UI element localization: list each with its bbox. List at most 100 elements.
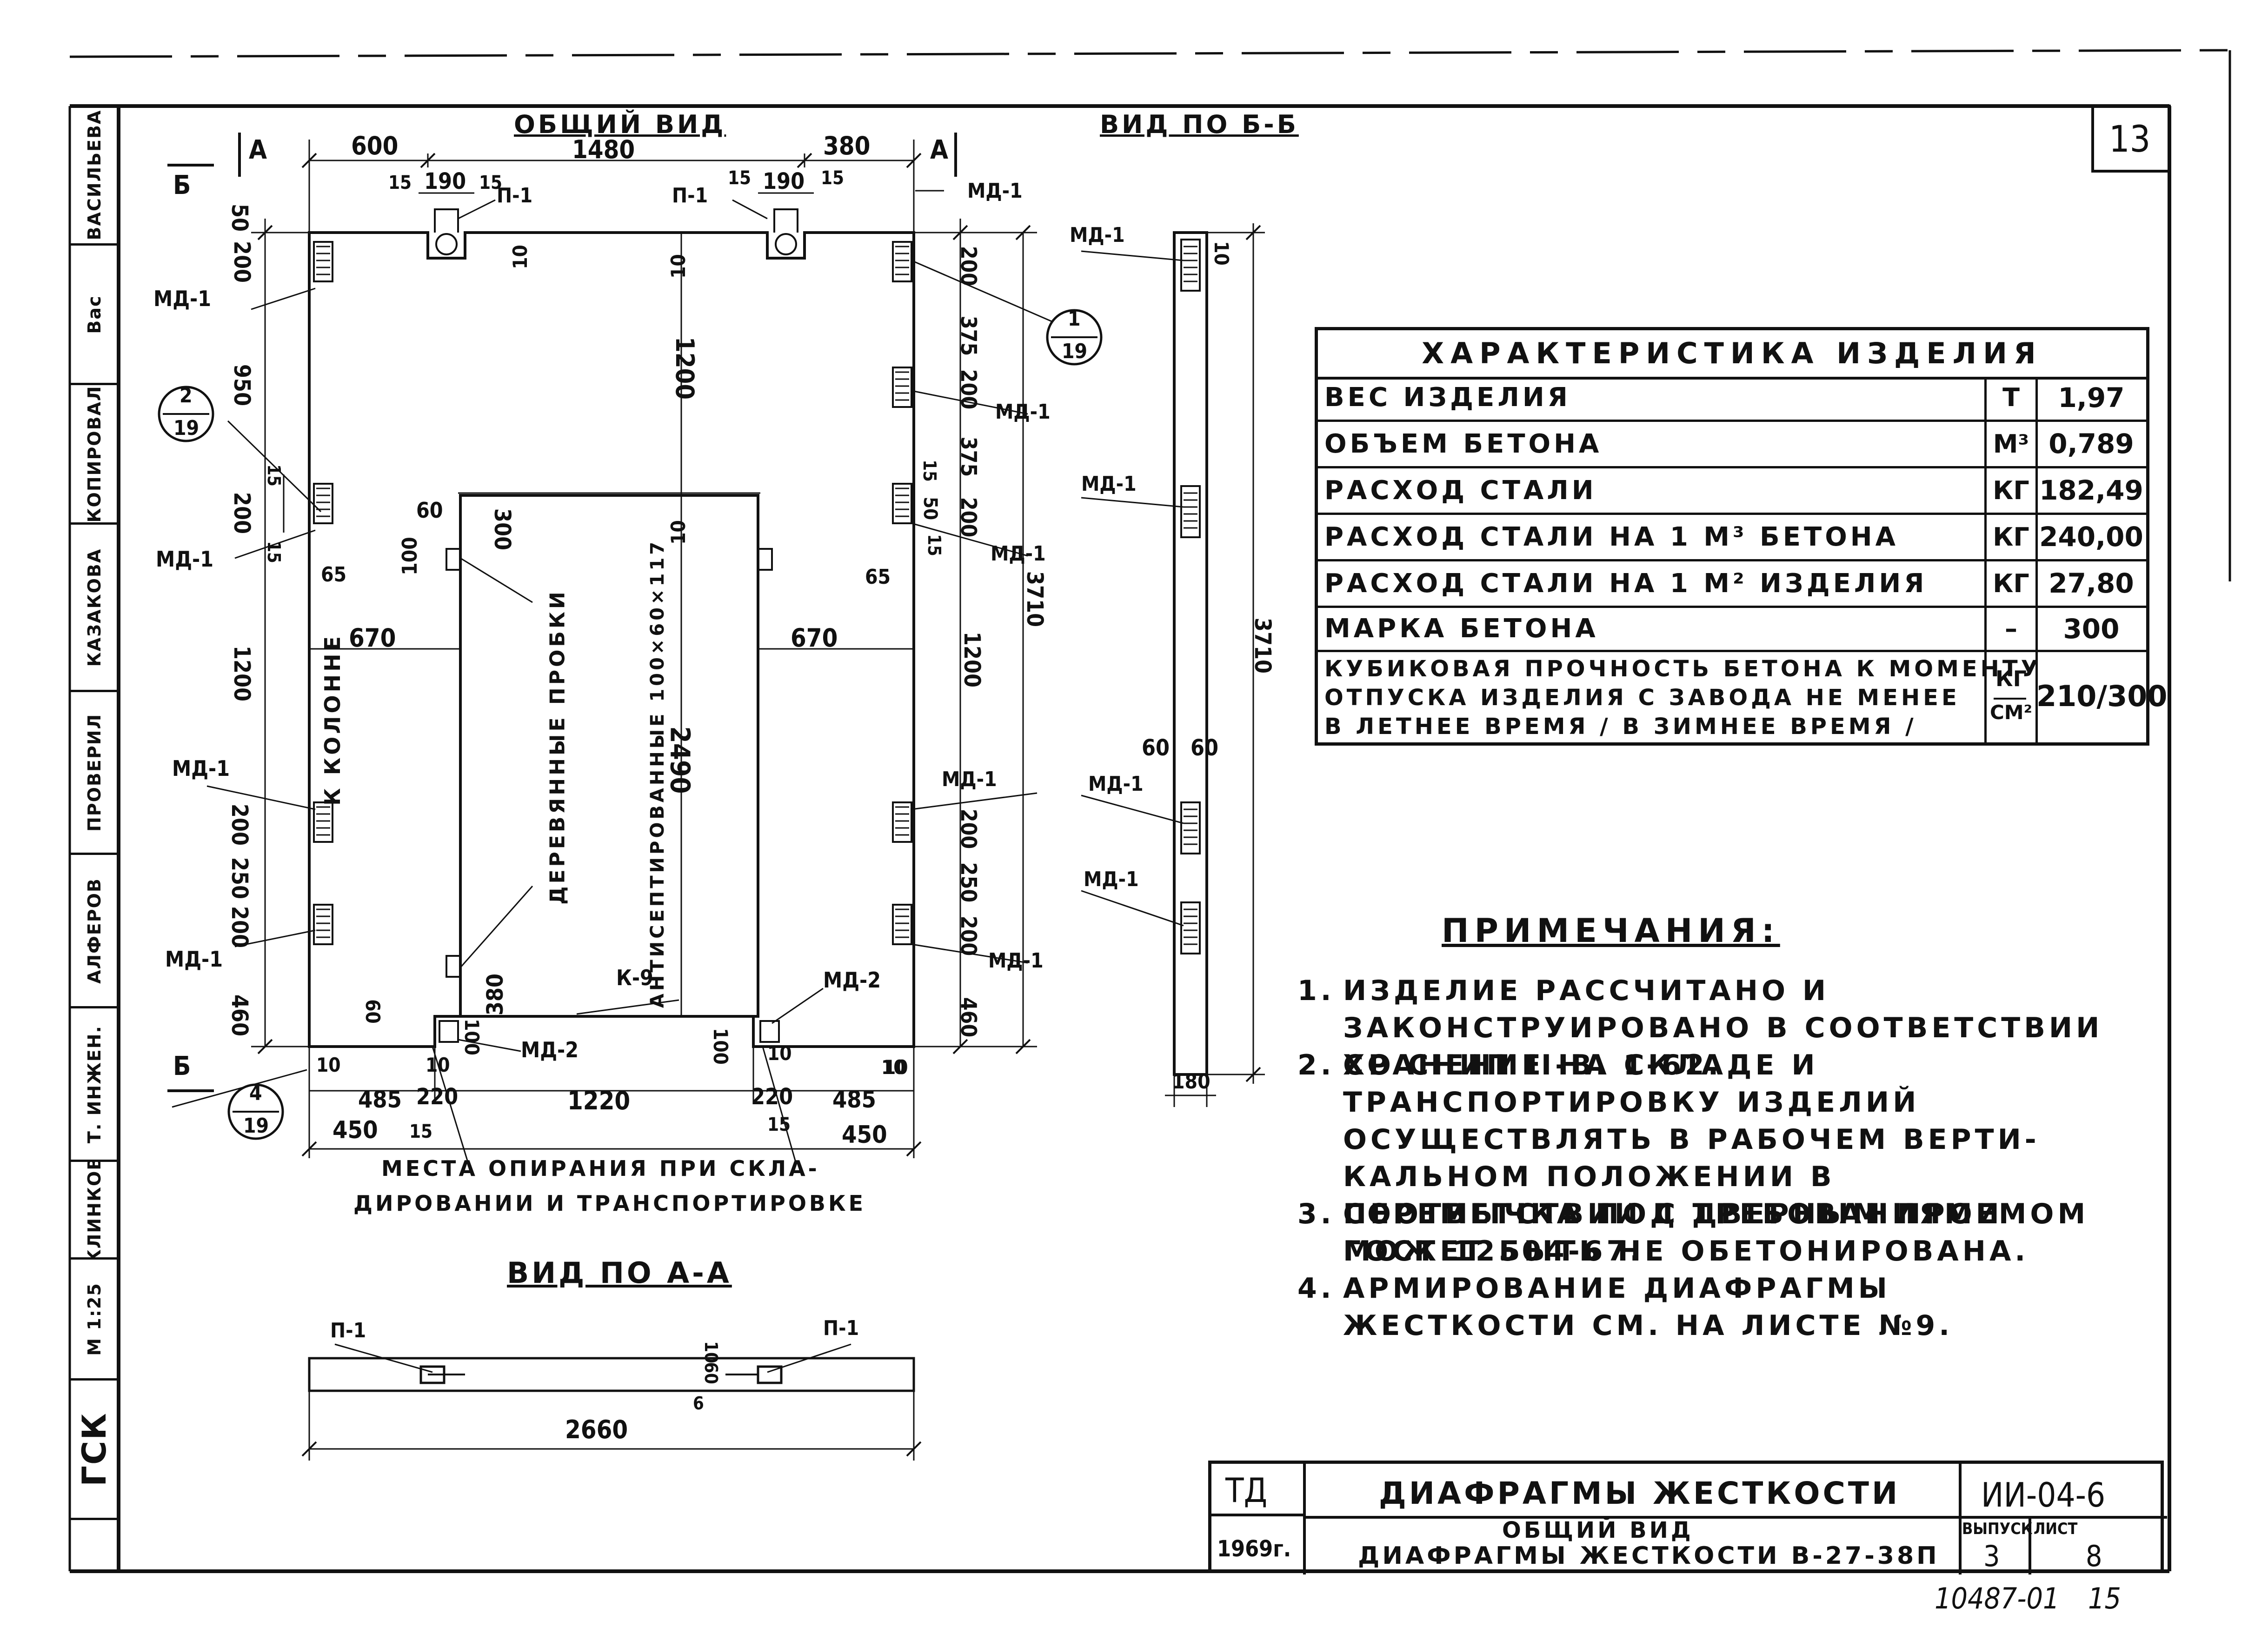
row-name-line: ОТПУСКА ИЗДЕЛИЯ С ЗАВОДА НЕ МЕНЕЕ — [1324, 685, 1960, 711]
dim-right-375a: 375 — [956, 315, 982, 356]
dim-top-15a: 15 — [388, 172, 412, 193]
view-aa-dim-2660: 2660 — [565, 1415, 628, 1444]
sheet-number: 13 — [2109, 119, 2151, 160]
dim-left-50: 50 — [226, 203, 253, 232]
sidebar-cell: АЛФЕРОВ — [70, 855, 119, 1008]
label-md2: МД-2 — [521, 1037, 579, 1062]
dim-left-15a: 15 — [263, 464, 284, 487]
dim-bottom-100b: 100 — [709, 1028, 732, 1065]
dim-bottom-15b: 15 — [767, 1114, 791, 1135]
row-unit: КГ — [1984, 561, 2038, 606]
sidebar-cell: КОПИРОВАЛ — [70, 385, 119, 525]
section-mark-a-left: А — [249, 135, 267, 165]
view-aa-dim-6: 6 — [693, 1393, 704, 1414]
section-mark-a-right: А — [930, 135, 948, 165]
label-md1: МД-1 — [988, 949, 1044, 973]
note-number: 3. — [1297, 1198, 1335, 1230]
row-value: 182,49 — [2039, 474, 2143, 506]
view-bb-md1: МД-1 — [1070, 223, 1125, 247]
dim-right-3710: 3710 — [1022, 571, 1048, 627]
table-row: РАСХОД СТАЛИ КГ 182,49 — [1318, 468, 2146, 515]
unit-bottom: СМ² — [1989, 701, 2032, 724]
label-p1-right: П-1 — [672, 184, 708, 207]
dim-top-right: 380 — [823, 131, 871, 160]
row-unit: КГ СМ² — [1984, 652, 2038, 746]
table-row: РАСХОД СТАЛИ НА 1 М³ БЕТОНА КГ 240,00 — [1318, 515, 2146, 561]
dim-left-200c: 200 — [226, 803, 253, 846]
view-bb-dim-10: 10 — [1210, 241, 1233, 266]
label-support-line2: ДИРОВАНИИ И ТРАНСПОРТИРОВКЕ — [353, 1191, 866, 1216]
dim-right-250: 250 — [956, 862, 982, 903]
dim-bottom-10b: 10 — [884, 1056, 908, 1079]
row-value: 240,00 — [2039, 521, 2143, 553]
dim-inner-300: 300 — [489, 508, 516, 551]
dim-left-200a: 200 — [229, 240, 255, 283]
note-number: 1. — [1297, 974, 1335, 1007]
note-text: АРМИРОВАНИЕ ДИАФРАГМЫ ЖЕСТКОСТИ СМ. НА Л… — [1343, 1272, 1954, 1342]
sidebar-cell: КАЗАКОВА — [70, 525, 119, 692]
label-md1: МД-1 — [995, 400, 1051, 424]
view-aa-title: ВИД ПО А-А — [507, 1256, 732, 1290]
view-aa-drawing — [301, 1343, 922, 1461]
dim-bottom-10a: 10 — [316, 1054, 341, 1076]
dim-left-1200: 1200 — [229, 645, 255, 702]
table-row: ОБЪЕМ БЕТОНА М³ 0,789 — [1318, 422, 2146, 468]
dim-top-10: 10 — [508, 245, 532, 269]
label-md2: МД-2 — [823, 967, 881, 993]
sidebar-label: М 1:25 — [84, 1282, 105, 1356]
tb-sheet: 8 — [2086, 1539, 2102, 1573]
section-mark-b: Б — [173, 170, 191, 200]
table-row: РАСХОД СТАЛИ НА 1 М² ИЗДЕЛИЯ КГ 27,80 — [1318, 561, 2146, 608]
note-text: ПЕРЕМЫЧКА ПОД ДВЕРНЫМ ПРОЕМОМ МОЖЕТ БЫТЬ… — [1343, 1198, 2089, 1268]
row-name: ОБЪЕМ БЕТОНА — [1324, 429, 1603, 459]
row-name: РАСХОД СТАЛИ — [1324, 475, 1597, 506]
dim-bottom-485a: 485 — [358, 1086, 402, 1113]
callout-bottom: 19 — [173, 416, 200, 440]
dim-top-15d: 15 — [821, 167, 845, 189]
dim-bottom-485b: 485 — [832, 1086, 876, 1113]
tb-issue-label: ВЫПУСК — [1962, 1520, 2033, 1538]
sidebar-cell: КЛИНКОВ — [70, 1162, 119, 1260]
row-unit: – — [1984, 608, 2038, 650]
view-aa-dim-60: 60 — [700, 1362, 721, 1384]
dim-top-left: 600 — [351, 131, 399, 160]
tb-year: 1969г. — [1217, 1536, 1291, 1562]
row-unit: КГ — [1984, 468, 2038, 513]
dim-right-200d: 200 — [956, 808, 982, 849]
row-value: 210/300 — [2036, 679, 2168, 713]
view-bb-md1: МД-1 — [1081, 472, 1137, 496]
dim-left-460: 460 — [226, 994, 253, 1037]
dim-left-65: 65 — [321, 563, 347, 587]
tb-issue: 3 — [1983, 1539, 2000, 1573]
view-aa-p1-right: П-1 — [823, 1316, 859, 1340]
dim-right-15b: 15 — [924, 534, 944, 556]
dim-left-15b: 15 — [263, 541, 284, 563]
left-signature-strip: ВАСИЛЬЕВА Вас КОПИРОВАЛ КАЗАКОВА ПРОВЕРИ… — [70, 106, 119, 1571]
dim-right-15a: 15 — [919, 460, 940, 482]
label-plugs-line1: ДЕРЕВЯННЫЕ ПРОБКИ — [545, 589, 570, 905]
sidebar-cell: Т. ИНЖЕН. — [70, 1008, 119, 1162]
row-name: ВЕС ИЗДЕЛИЯ — [1324, 382, 1571, 413]
row-value: 27,80 — [2049, 567, 2134, 599]
view-bb-drawing — [1081, 223, 1265, 1107]
row-name: МАРКА БЕТОНА — [1324, 614, 1599, 644]
callout-bottom: 19 — [243, 1114, 269, 1138]
dim-top-total: 1480 — [572, 135, 635, 164]
dim-bottom-450a: 450 — [333, 1116, 378, 1144]
callout-top: 1 — [1068, 307, 1081, 331]
dim-top-15b: 15 — [479, 172, 503, 193]
label-md1: МД-1 — [991, 542, 1046, 566]
view-bb-dim-180: 180 — [1172, 1070, 1210, 1094]
callout-top: 2 — [180, 384, 193, 407]
unit-top: КГ — [1995, 666, 2027, 691]
view-bb-title: ВИД ПО Б-Б — [1100, 110, 1299, 139]
row-name: РАСХОД СТАЛИ НА 1 М³ БЕТОНА — [1324, 522, 1899, 552]
dim-right-200a: 200 — [956, 246, 982, 287]
tb-title: ДИАФРАГМЫ ЖЕСТКОСТИ — [1379, 1475, 1901, 1511]
label-md1: МД-1 — [153, 286, 212, 311]
view-bb-dim-60a: 60 — [1142, 735, 1170, 761]
label-support-line1: МЕСТА ОПИРАНИЯ ПРИ СКЛА- — [381, 1156, 820, 1181]
label-to-column: К КОЛОННЕ — [320, 633, 346, 806]
row-value: 0,789 — [2049, 428, 2134, 460]
characteristics-table: ХАРАКТЕРИСТИКА ИЗДЕЛИЯ ВЕС ИЗДЕЛИЯ Т 1,9… — [1315, 327, 2168, 746]
